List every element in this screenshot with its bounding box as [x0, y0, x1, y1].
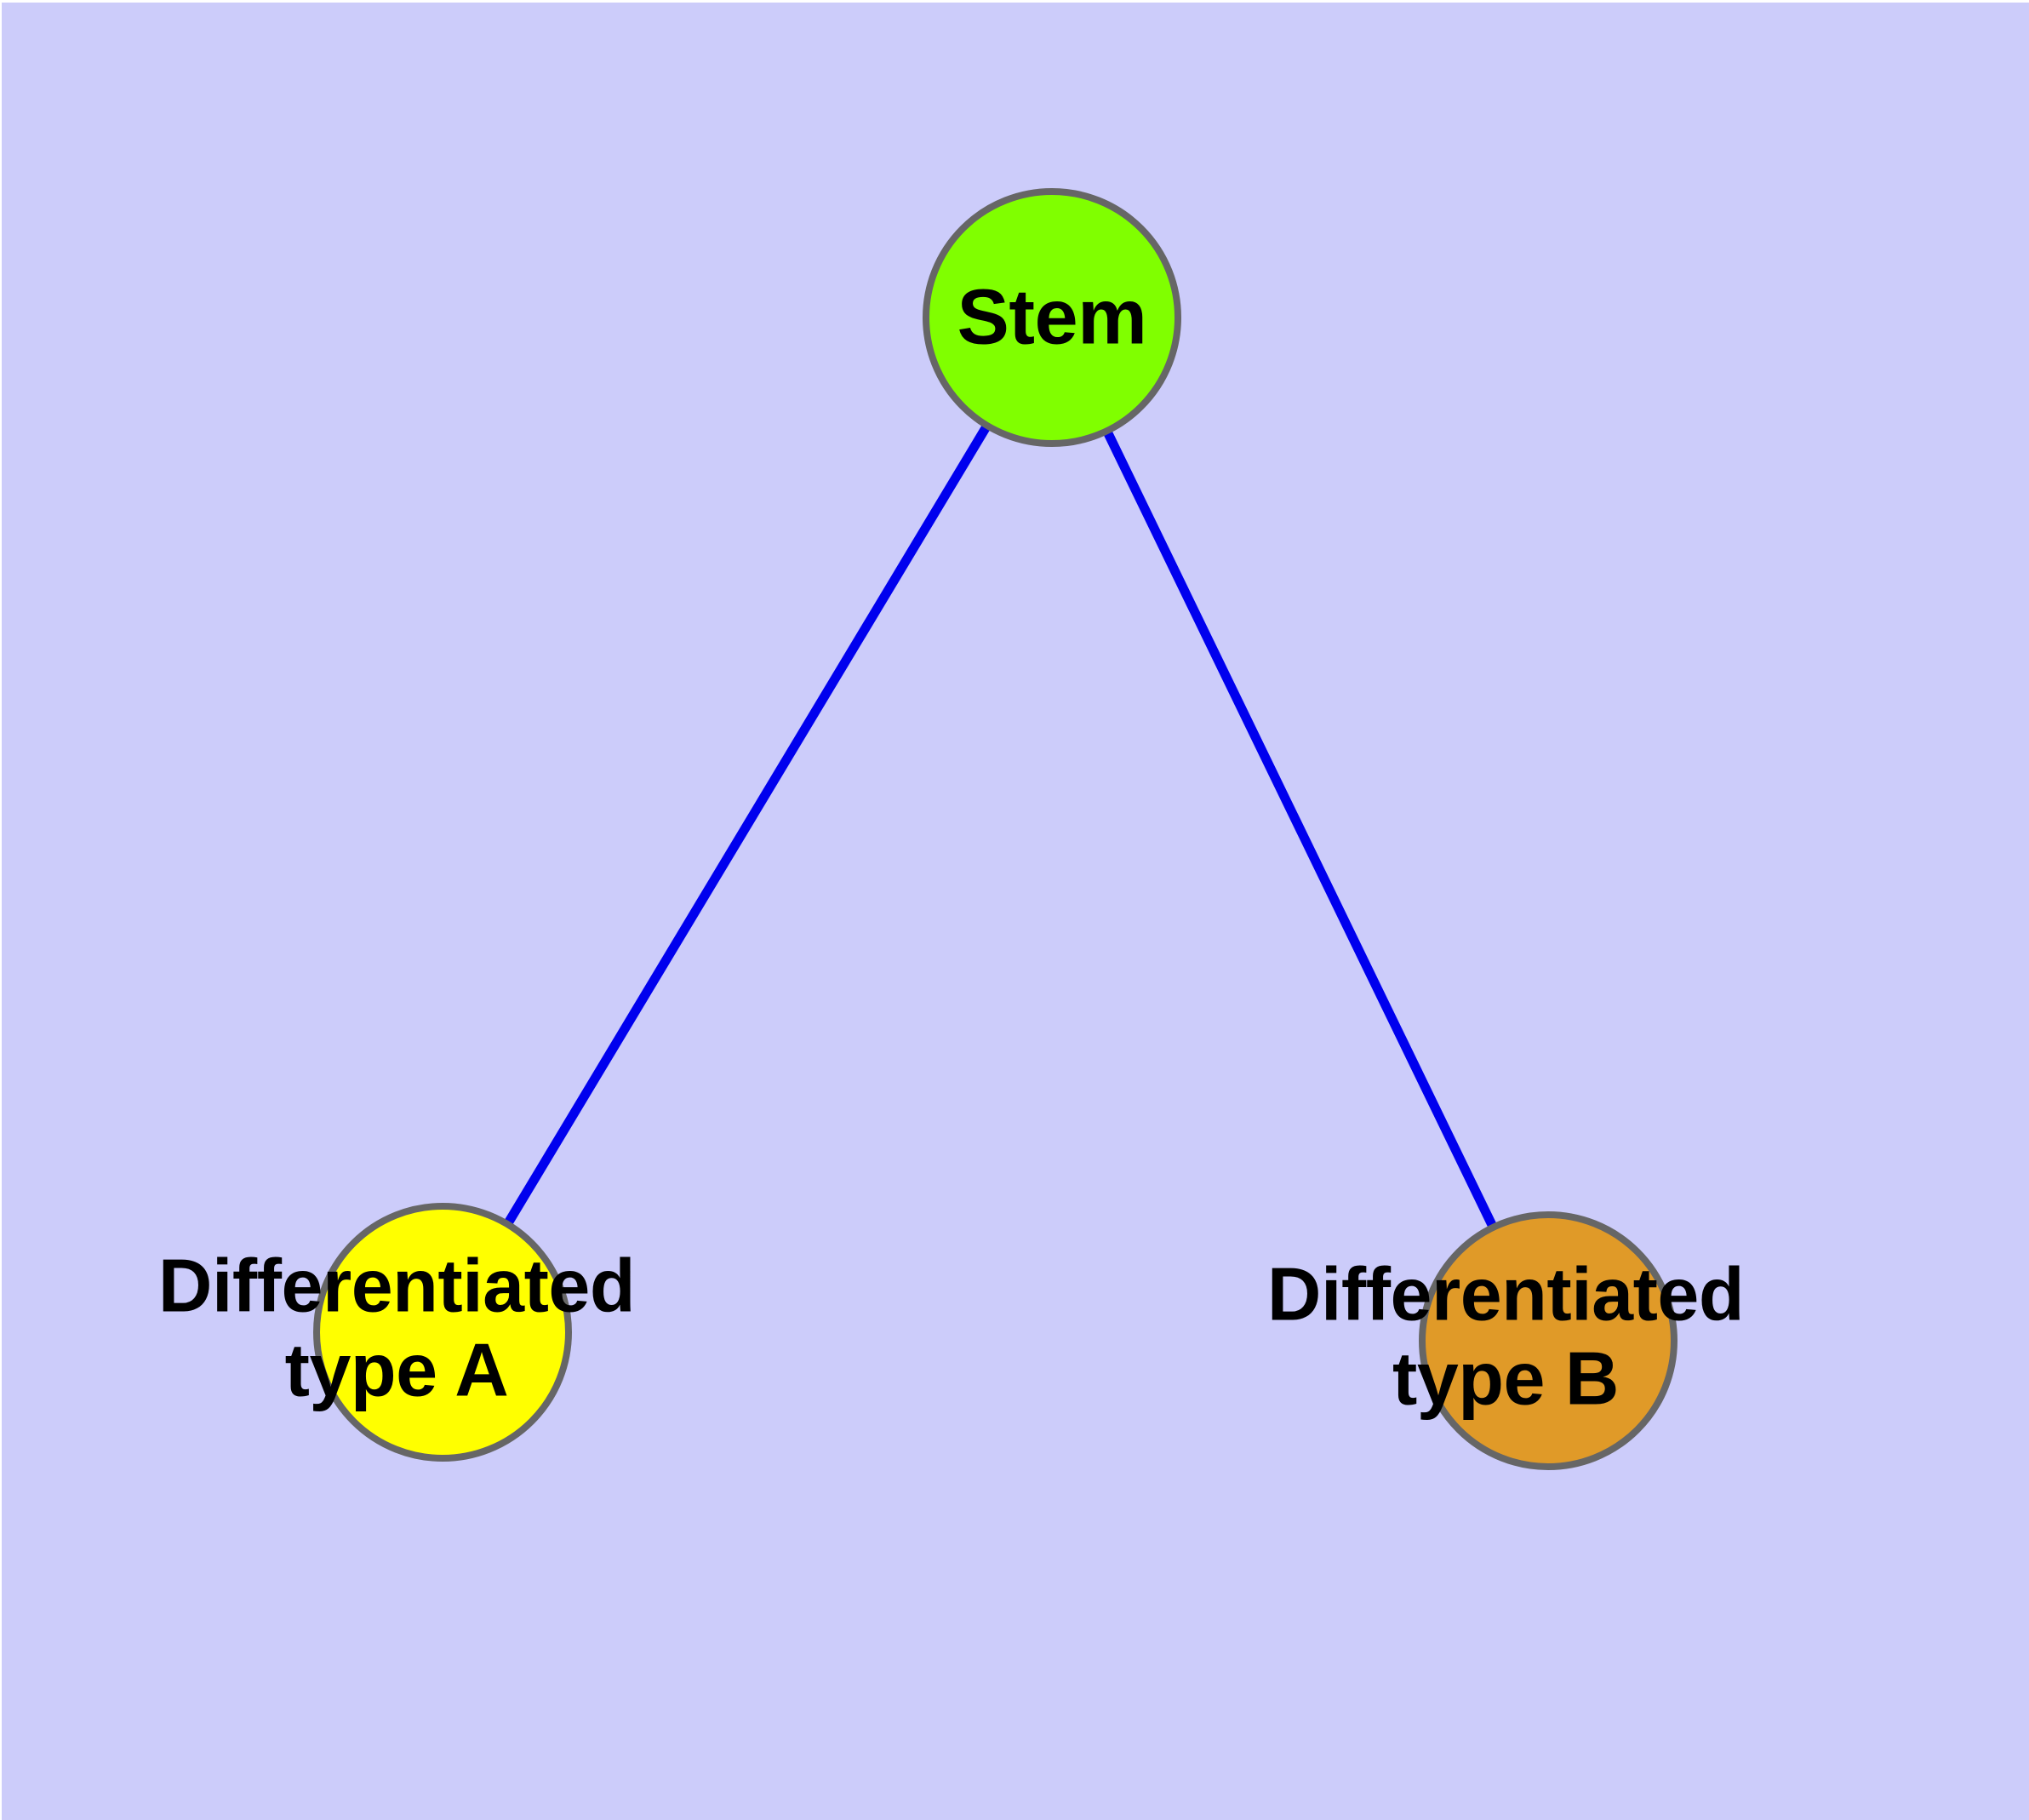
- node-differentiated-type-a[interactable]: [313, 1203, 572, 1462]
- node-differentiated-type-b[interactable]: [1419, 1211, 1677, 1470]
- edge-layer: [503, 423, 1498, 1230]
- node-layer: [313, 188, 1677, 1470]
- edge-stem-to-differentiated-type-a[interactable]: [503, 423, 992, 1227]
- node-stem[interactable]: [923, 188, 1181, 447]
- edge-stem-to-differentiated-type-b[interactable]: [1102, 428, 1498, 1230]
